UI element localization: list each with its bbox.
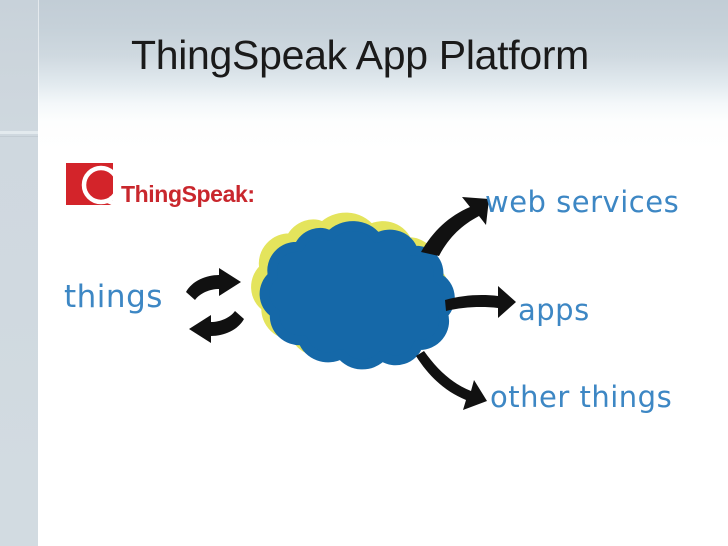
diagram-label-other-things: other things [490,380,673,414]
sidebar-divider [0,131,38,134]
thingspeak-wordmark: ThingSpeak: [121,181,255,207]
panel-seam [38,0,39,546]
diagram-label-apps: apps [518,293,590,327]
page-title: ThingSpeak App Platform [131,32,590,78]
sidebar-divider-line [0,136,38,137]
diagram-label-web-services: web services [485,185,680,219]
speech-bubble-icon [66,163,124,210]
diagram-label-things: things [64,279,163,315]
thingspeak-logo: ThingSpeak: [66,163,286,215]
left-sidebar-strip [0,0,38,546]
